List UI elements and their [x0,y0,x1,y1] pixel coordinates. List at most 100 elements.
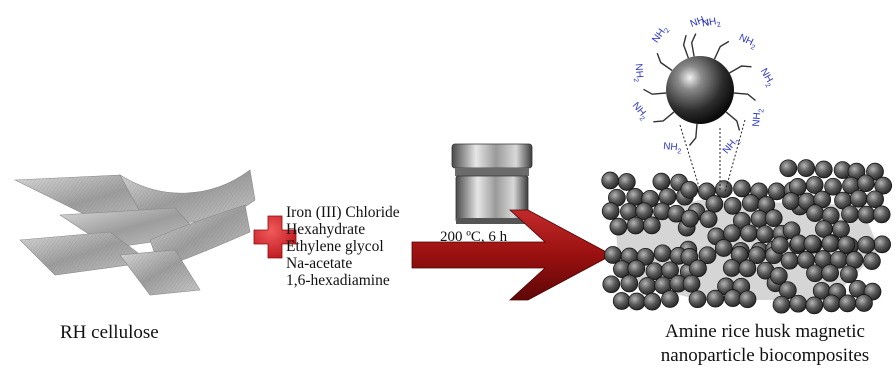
nanoparticle-sphere [872,205,891,224]
amine-arm [713,40,730,60]
nh2-label: NH2 [663,141,683,156]
nanoparticle-sphere [857,235,876,254]
nanoparticle-sphere [636,247,655,266]
nanoparticle-sphere [866,190,884,209]
nanoparticle-sphere [840,265,858,284]
nanoparticle-sphere [706,289,725,308]
nanoparticle-sphere [714,180,733,198]
nanoparticle-sphere [814,160,833,179]
reagent-item: Na-acetate [286,255,353,272]
nanoparticle-sphere [780,251,799,270]
nanoparticle-sphere [601,202,620,220]
nanoparticle-sphere [841,205,859,224]
nanoparticle-sphere [626,188,645,206]
nanoparticle-sphere [661,290,679,308]
nanoparticle-sphere [620,274,639,293]
product-caption-line-1: Amine rice husk magnetic [665,321,865,342]
nh2-label: NH2 [736,32,758,52]
reagent-item: Ethylene glycol [286,238,384,255]
amine-arm [688,123,698,146]
nanoparticle-sphere [627,259,646,278]
nanoparticle-sphere [838,294,857,313]
nanoparticle-sphere [635,202,654,221]
nanoparticle-sphere [642,216,661,235]
nanoparticle-sphere [638,277,657,295]
nanoparticle-sphere [609,217,628,236]
nanoparticle-sphere [740,224,758,243]
nanoparticle-sphere [661,261,679,280]
nanoparticle-sphere [682,274,701,293]
nanoparticle-sphere [741,194,760,212]
nanoparticle-sphere [821,264,839,282]
plus-icon [253,215,297,259]
reagent-item: Hexahydrate [286,221,366,238]
nanoparticle-sphere [714,239,733,257]
nanoparticle-sphere [617,173,636,191]
nh2-label: NH2 [756,67,776,89]
nanoparticle-sphere [822,294,841,313]
nanoparticle-sphere [824,177,842,196]
cellulose-caption: RH cellulose [60,322,159,343]
product-caption-line-2: nanoparticle biocomposites [660,345,870,366]
amine-arm [643,88,667,95]
nanoparticle-sphere [849,189,868,208]
product-caption: Amine rice husk magnetic nanoparticle bi… [630,320,895,368]
cellulose-sheets-image [13,169,256,296]
nanoparticle-sphere [652,172,671,191]
nanoparticle-sphere [764,209,783,227]
zoom-lines [679,119,746,193]
nanoparticle-sphere [856,174,875,193]
nanoparticle-sphere [797,159,816,177]
nanoparticle-sphere [769,267,788,285]
reagent-list: Iron (III) Chloride Hexahydrate Ethylene… [286,204,400,289]
nanoparticle-sphere [643,292,662,311]
nanoparticle-sphere [738,259,757,278]
amine-arm [653,111,675,123]
nanoparticle-sphere [626,216,645,235]
nanoparticle-sphere [857,205,876,224]
nanoparticle-sphere [805,296,824,315]
nanoparticle-sphere [723,197,742,215]
nanoparticle-sphere [779,159,798,178]
amine-arm [690,33,697,57]
nanoparticle-sphere [771,236,789,254]
nanoparticle-sphere [705,195,724,213]
nanoparticle-sphere [601,171,620,190]
nanoparticle-sphere [699,210,718,228]
nanoparticle-cluster-image [601,159,893,315]
nanoparticle-sphere [602,275,621,294]
nanoparticle-sphere [782,192,800,210]
nanoparticle-sphere [680,180,699,199]
nanoparticle-sphere [698,246,717,265]
nanoparticle-sphere [612,292,631,310]
nanoparticle-sphere [837,235,856,254]
nanoparticle-sphere [874,176,893,195]
nanoparticle-sphere [653,244,672,263]
nh2-label: NH2 [650,24,671,47]
nanoparticle-sphere [806,264,824,283]
amine-arm [725,111,741,131]
nanoparticle-sphere [866,162,884,181]
nh2-label: NH2 [631,63,646,83]
amine-arm [682,35,690,59]
nanoparticle-sphere [738,290,757,309]
reagent-item: 1,6-hexadiamine [286,272,390,289]
nanoparticle-sphere [627,292,646,311]
amine-arm [729,65,752,74]
nanoparticle-sphere [681,209,699,228]
nanoparticle-sphere [689,259,707,278]
nanoparticle-sphere [805,176,824,194]
nanoparticle-sphere [855,294,873,312]
nanoparticle-sphere [733,179,751,198]
nanoparticle-sphere [863,252,881,270]
nanoparticle-sphere [688,290,707,309]
nanoparticle-sphere [722,259,741,277]
nanoparticle-sphere [806,204,824,222]
nanoparticle-sphere [756,225,774,244]
amine-arm [656,52,673,72]
nanoparticle-sphere [873,235,891,254]
reaction-arrow [411,209,613,301]
nh2-label: NH2 [721,135,743,157]
